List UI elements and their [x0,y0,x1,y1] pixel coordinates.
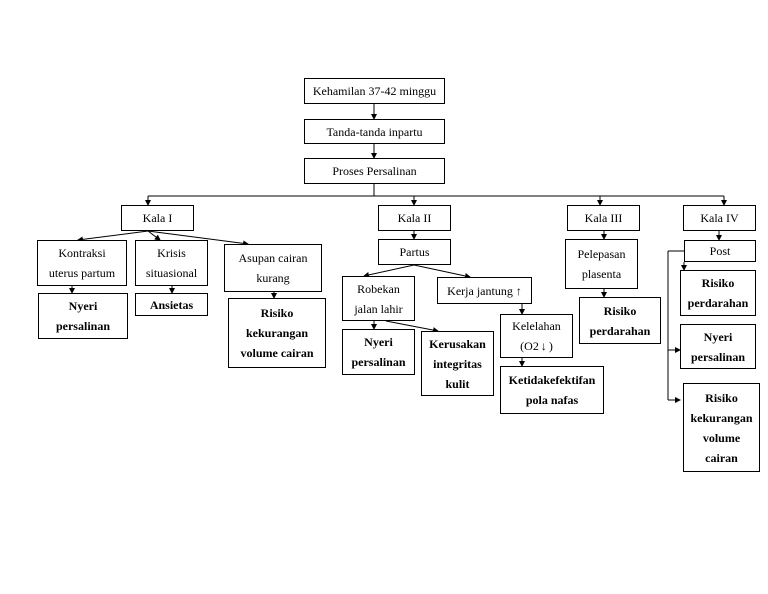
node-tanda-inpartu: Tanda-tanda inpartu [304,119,445,144]
node-robekan: Robekan jalan lahir [342,276,415,321]
node-nyeri-persalinan-1: Nyeri persalinan [38,293,128,339]
node-kerusakan: Kerusakan integritas kulit [421,331,494,396]
node-risiko-perdarahan-1: Risiko perdarahan [579,297,661,344]
node-kelelahan: Kelelahan (O2↓) [500,314,573,358]
node-kala-1: Kala I [121,205,194,231]
node-pelepasan: Pelepasan plasenta [565,239,638,289]
arrow-up-icon: ↑ [515,283,522,298]
node-kala-4: Kala IV [683,205,756,231]
node-kala-3: Kala III [567,205,640,231]
node-risiko-perdarahan-2: Risiko perdarahan [680,270,756,316]
edge-kala1-krisis [147,230,161,241]
node-kala-2: Kala II [378,205,451,231]
node-risiko-cairan-2: Risiko kekurangan volume cairan [683,383,760,472]
edge-partus-robekan [363,264,415,278]
edge-kala1-asupan [147,230,249,247]
node-kerja-jantung: Kerja jantung↑ [437,277,532,304]
node-risiko-cairan-1: Risiko kekurangan volume cairan [228,298,326,368]
node-post: Post [684,240,756,262]
arrow-down-icon: ↓ [540,339,547,353]
node-krisis: Krisis situasional [135,240,208,286]
node-ansietas: Ansietas [135,293,208,316]
node-proses-persalinan: Proses Persalinan [304,158,445,184]
node-kehamilan: Kehamilan 37-42 minggu [304,78,445,104]
node-nyeri-persalinan-2: Nyeri persalinan [342,329,415,375]
node-partus: Partus [378,239,451,265]
node-nyeri-persalinan-3: Nyeri persalinan [680,324,756,369]
edge-robekan-kerusakan [385,320,439,334]
edge-partus-kerja [413,264,471,279]
node-asupan: Asupan cairan kurang [224,244,322,292]
edge-kala1-kontraksi [77,230,149,243]
node-ketidakefektifan: Ketidakefektifan pola nafas [500,366,604,414]
node-kontraksi: Kontraksi uterus partum [37,240,127,286]
